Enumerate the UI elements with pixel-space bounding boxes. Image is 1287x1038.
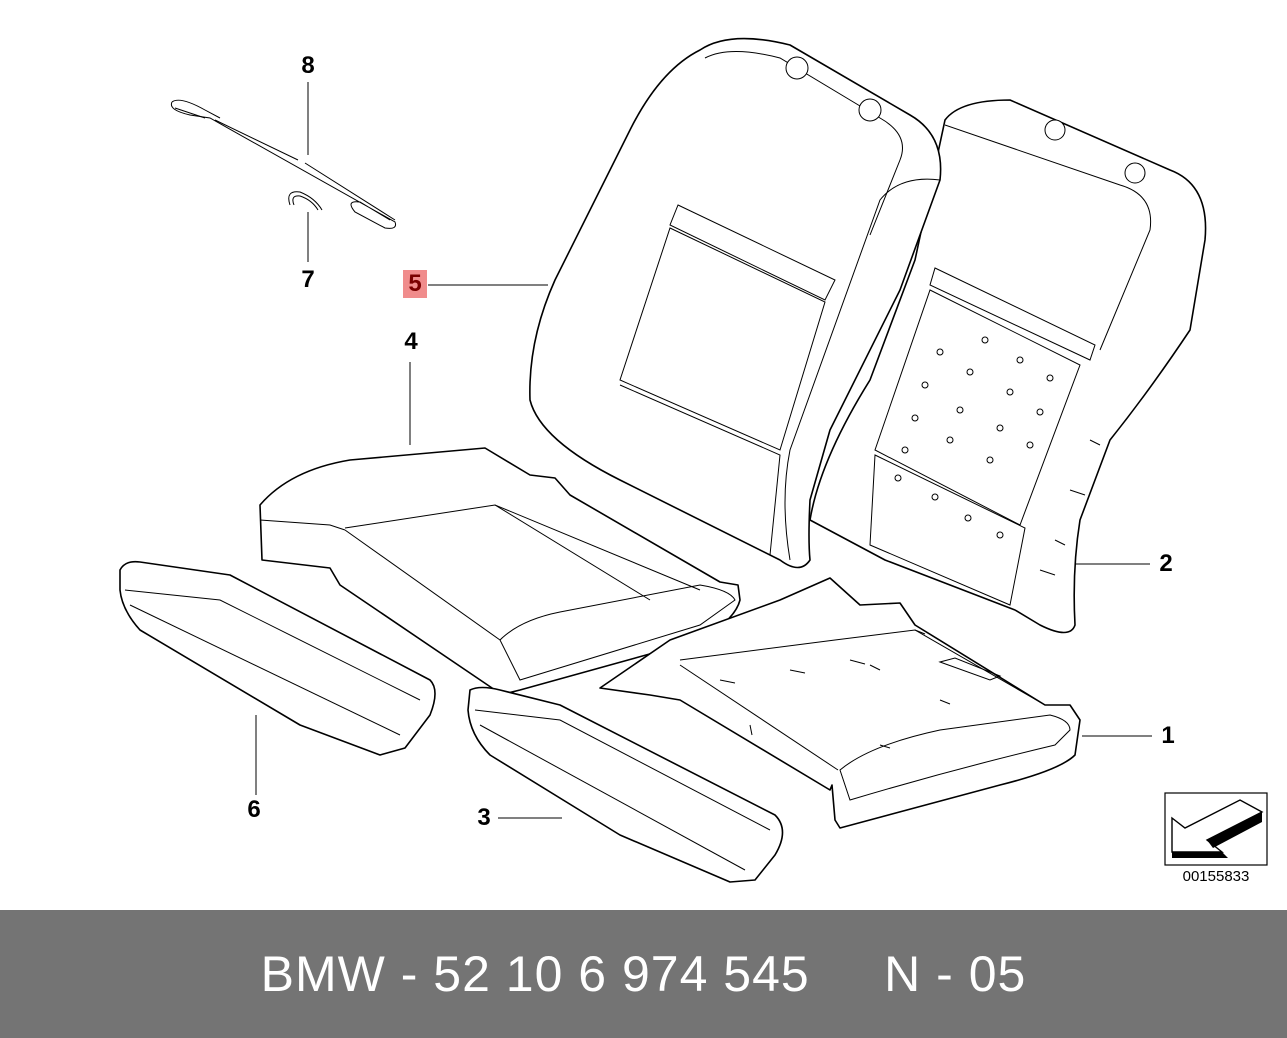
footer-bar: BMW - 52 10 6 974 545 N - 05: [0, 910, 1287, 1038]
callout-6: 6: [247, 796, 261, 823]
callout-7: 7: [301, 266, 315, 293]
part-8-wire: [170, 99, 396, 229]
perforation-dots: [894, 336, 1054, 539]
part-5-backrest-cover: [529, 37, 942, 569]
parts-diagram: 8 7 5 4 2 1 6 3 00155833: [119, 37, 1268, 885]
callout-2: 2: [1159, 550, 1173, 577]
part-2-backrest-pad: [809, 99, 1207, 634]
leader-lines: [255, 82, 1152, 819]
seat-exploded-view: [119, 37, 1268, 883]
callout-5-highlighted: 5: [403, 270, 427, 298]
callout-1: 1: [1161, 722, 1175, 749]
callout-4: 4: [404, 328, 418, 355]
part-1-seat-frame: [599, 577, 1081, 829]
part-7-clip: [288, 191, 323, 211]
part-number-caption: BMW - 52 10 6 974 545 N - 05: [260, 946, 1027, 1002]
callout-8: 8: [301, 52, 315, 79]
arrow-direction-icon: [1164, 792, 1268, 866]
part-6-side-bolster-left: [119, 560, 436, 756]
part-4-seat-pad: [259, 447, 741, 696]
diagram-reference-number: 00155833: [1182, 868, 1250, 885]
callout-3: 3: [477, 804, 491, 831]
part-3-side-bolster-right: [467, 686, 784, 883]
